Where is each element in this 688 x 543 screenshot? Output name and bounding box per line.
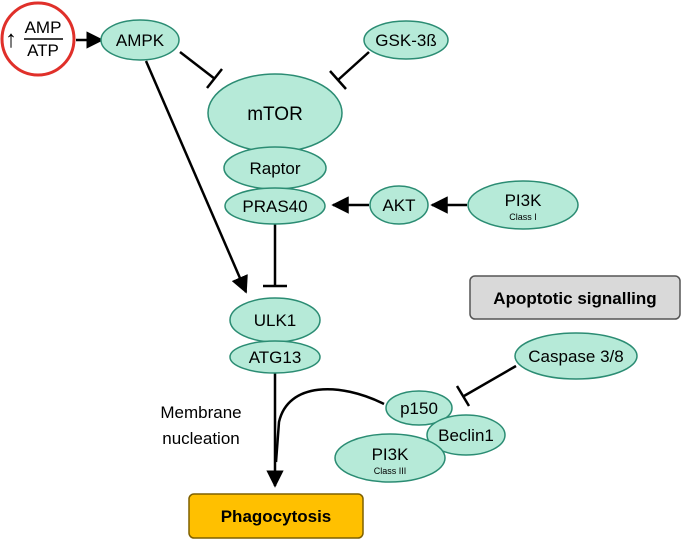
ratio-denominator: ATP [27, 41, 59, 60]
node-atg13: ATG13 [229, 340, 321, 374]
ratio-arrow: ↑ [5, 26, 17, 53]
pi3k-class1-label: PI3K [505, 191, 543, 210]
p150-label: p150 [400, 399, 438, 418]
edges [76, 31, 517, 488]
pi3k-class3-label: PI3K [372, 445, 410, 464]
caspase-label: Caspase 3/8 [528, 347, 623, 366]
node-akt: AKT [369, 185, 429, 225]
amp-atp-ratio: ↑ AMP ATP [0, 1, 76, 77]
apoptotic-signalling-box: Apoptotic signalling [469, 275, 681, 320]
akt-label: AKT [382, 196, 415, 215]
node-raptor: Raptor [223, 146, 327, 190]
edge-caspase-inhibits-p150-bar [455, 385, 471, 407]
phagocytosis-label: Phagocytosis [221, 507, 332, 526]
apoptotic-signalling-label: Apoptotic signalling [493, 289, 656, 308]
edge-ampk-inhibits-mtor [179, 51, 216, 80]
edge-ampk-inhibits-mtor-bar [206, 68, 223, 89]
node-caspase: Caspase 3/8 [514, 332, 638, 380]
mtor-label: mTOR [247, 104, 303, 125]
membrane-nucleation-label: Membrane nucleation [160, 403, 241, 448]
edge-gsk3b-inhibits-mtor-bar [329, 70, 347, 90]
ulk1-label: ULK1 [254, 311, 297, 330]
beclin1-label: Beclin1 [438, 426, 494, 445]
node-p150: p150 [385, 390, 453, 426]
edge-caspase-inhibits-p150 [463, 364, 517, 398]
ratio-numerator: AMP [25, 18, 62, 37]
node-ulk1: ULK1 [229, 297, 321, 343]
gsk3b-label: GSK-3ß [375, 31, 436, 50]
phagocytosis-box: Phagocytosis [188, 493, 364, 539]
node-mtor: mTOR [207, 73, 343, 153]
pi3k-class1-sublabel: Class I [509, 212, 537, 222]
pi3k-class3-sublabel: Class III [374, 466, 407, 476]
ampk-label: AMPK [116, 31, 165, 50]
edge-nucleation-curve [274, 388, 385, 463]
node-pi3k-class1: PI3K Class I [467, 180, 579, 230]
node-gsk3b: GSK-3ß [363, 20, 449, 60]
node-ampk: AMPK [100, 19, 180, 61]
membrane-label-line1: Membrane [160, 403, 241, 422]
atg13-label: ATG13 [249, 348, 302, 367]
node-pi3k-class3: PI3K Class III [334, 433, 446, 483]
edge-gsk3b-inhibits-mtor [337, 51, 370, 81]
raptor-label: Raptor [249, 159, 300, 178]
pras40-label: PRAS40 [242, 197, 307, 216]
node-beclin1: Beclin1 [426, 414, 506, 456]
node-pras40: PRAS40 [224, 187, 326, 225]
edge-ampk-to-ulk1 [144, 60, 248, 294]
membrane-label-line2: nucleation [162, 429, 240, 448]
